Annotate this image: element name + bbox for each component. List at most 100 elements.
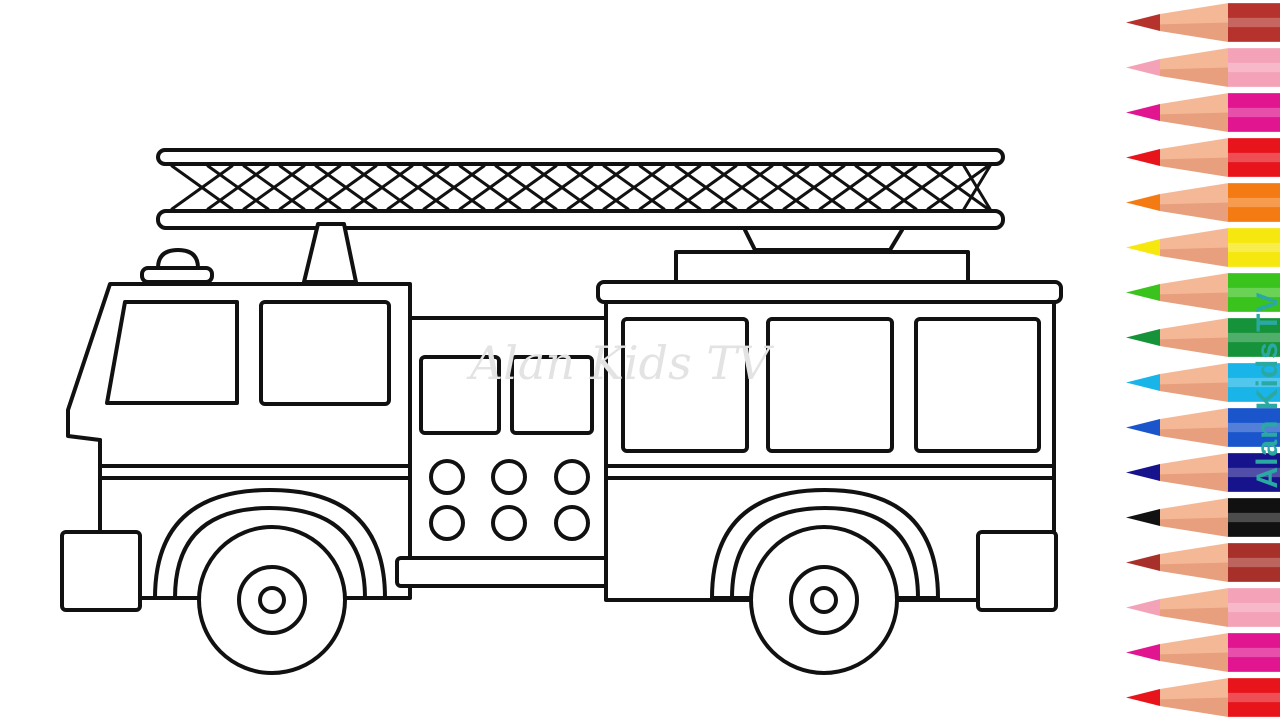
pencil-highlight (1228, 647, 1280, 658)
front-wheel (197, 525, 347, 675)
ladder-rung (674, 164, 738, 211)
pencil-highlight (1228, 422, 1280, 433)
rear-wheel-arch-inner (730, 506, 920, 600)
color-pencil (1126, 228, 1280, 267)
pencil-highlight (1228, 602, 1280, 613)
cab-window (259, 300, 391, 406)
fire-truck-drawing (60, 148, 1063, 675)
pencil-tip (1126, 13, 1160, 32)
front-bumper (60, 530, 142, 612)
rear-window-1 (621, 317, 749, 453)
pencil-highlight (1228, 287, 1280, 298)
color-pencil (1126, 3, 1280, 42)
pencil-barrel (1228, 363, 1280, 402)
ladder-mount (743, 228, 904, 252)
pump-window-1 (419, 355, 501, 435)
ladder-bottom-rail (156, 209, 1005, 230)
valve (491, 459, 527, 495)
pencil-wood-shade (1160, 382, 1228, 402)
pencil-highlight (1228, 107, 1280, 118)
ladder-rung (566, 164, 630, 211)
pencil-barrel (1228, 273, 1280, 312)
pencil-tip (1126, 508, 1160, 527)
pencil-wood-shade (1160, 517, 1228, 537)
pencil-barrel (1228, 408, 1280, 447)
rear-body-top (596, 280, 1063, 304)
ladder-rung (422, 164, 486, 211)
pencil-highlight (1228, 467, 1280, 478)
beacon-base (140, 266, 214, 284)
ladder-rung (494, 164, 558, 211)
valve (554, 505, 590, 541)
pencil-tip (1126, 463, 1160, 482)
pencil-tip (1126, 238, 1160, 257)
brand-label: Alan Kids TV (1251, 291, 1280, 489)
ladder-rung (170, 164, 234, 211)
pencil-tip (1126, 328, 1160, 347)
pencil-barrel (1228, 498, 1280, 537)
pencil-tip (1126, 103, 1160, 122)
pencil-wood-shade (1160, 202, 1228, 222)
ladder-rung (638, 164, 702, 211)
color-pencil (1126, 93, 1280, 132)
color-pencil (1126, 183, 1280, 222)
pencil-wood-shade (1160, 607, 1228, 627)
ladder-rung (206, 164, 270, 211)
pencil-tip (1126, 58, 1160, 77)
color-pencil (1126, 363, 1280, 402)
pencil-barrel (1228, 93, 1280, 132)
pencil-barrel (1228, 48, 1280, 87)
pencil-barrel (1228, 678, 1280, 717)
pencil-barrel (1228, 543, 1280, 582)
pencil-wood-shade (1160, 67, 1228, 87)
pencil-barrel (1228, 228, 1280, 267)
pencil-barrel (1228, 453, 1280, 492)
ladder-rung (242, 164, 306, 211)
pencil-highlight (1228, 557, 1280, 568)
color-pencil (1126, 318, 1280, 357)
color-pencil (1126, 453, 1280, 492)
pencil-tip (1126, 283, 1160, 302)
pencil-tip (1126, 418, 1160, 437)
ladder-rung (278, 164, 342, 211)
pump-window-2 (510, 355, 594, 435)
color-pencil (1126, 273, 1280, 312)
color-pencil (1126, 408, 1280, 447)
ladder-rung (314, 164, 378, 211)
rear-window-3 (914, 317, 1041, 453)
pencil-wood-shade (1160, 157, 1228, 177)
valve (429, 459, 465, 495)
step-bar (395, 556, 619, 588)
ladder-rung (386, 164, 450, 211)
pencil-wood-shade (1160, 247, 1228, 267)
ladder-rung (350, 164, 414, 211)
pencil-highlight (1228, 692, 1280, 703)
pencil-wood-shade (1160, 292, 1228, 312)
pencil-highlight (1228, 377, 1280, 388)
color-pencil (1126, 138, 1280, 177)
hub-cap (810, 586, 838, 614)
pencil-barrel (1228, 183, 1280, 222)
valve (491, 505, 527, 541)
ladder-rung (710, 164, 774, 211)
pump-valves (429, 459, 590, 541)
pencil-barrel (1228, 3, 1280, 42)
pencil-highlight (1228, 17, 1280, 28)
pencil-tip (1126, 193, 1160, 212)
pencil-tip (1126, 148, 1160, 167)
pencil-barrel (1228, 138, 1280, 177)
valve (429, 505, 465, 541)
pencil-tip (1126, 643, 1160, 662)
pencil-tip (1126, 373, 1160, 392)
color-pencil (1126, 678, 1280, 717)
pencil-highlight (1228, 197, 1280, 208)
pencil-highlight (1228, 62, 1280, 73)
pencil-tip (1126, 598, 1160, 617)
rear-wheel (749, 525, 899, 675)
equipment-box (674, 250, 970, 284)
ladder-rung (854, 164, 918, 211)
ladder-rung (602, 164, 666, 211)
ladder-rung (962, 164, 992, 211)
color-pencil-strip (1126, 3, 1280, 717)
